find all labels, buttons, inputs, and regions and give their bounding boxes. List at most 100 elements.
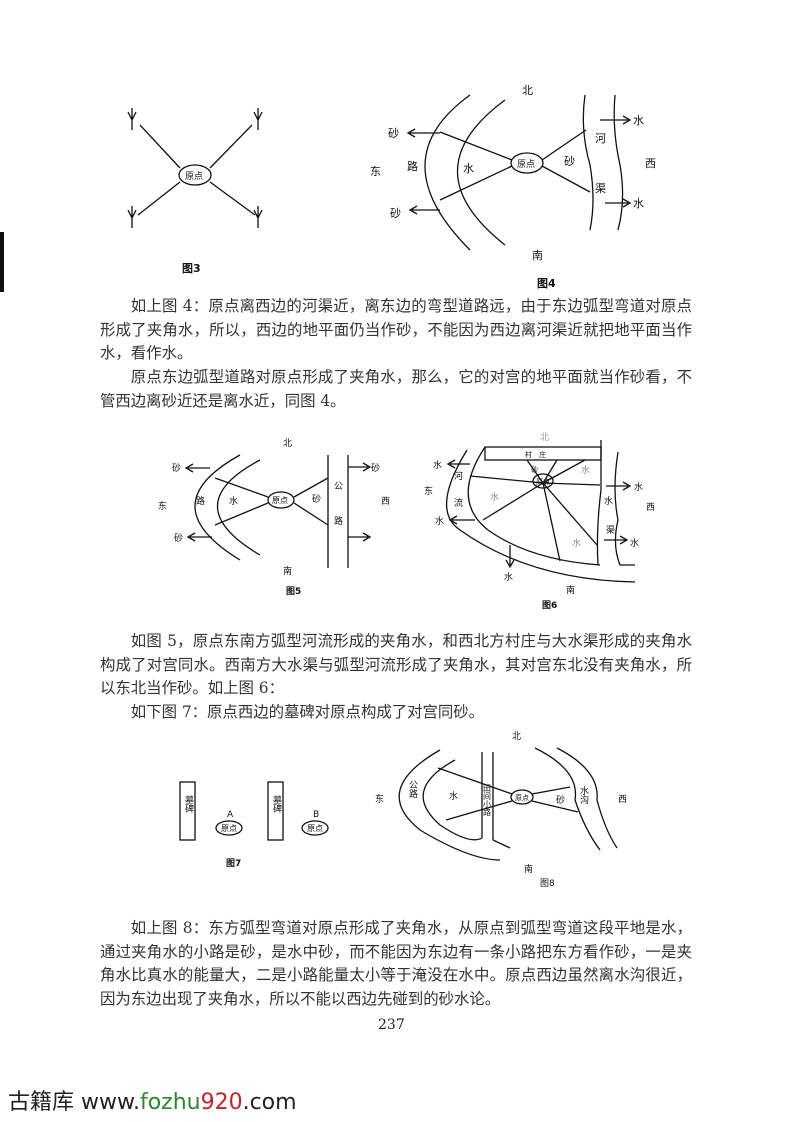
road-label: 路 [407, 160, 418, 173]
origin-point [510, 152, 544, 174]
tree-icon [127, 108, 263, 228]
watermark-suffix: .com [242, 1090, 297, 1115]
south-label: 南 [283, 565, 292, 577]
ditch-label: 水沟 [578, 785, 589, 805]
river-label: 流 [454, 497, 463, 509]
canal-label: 渠 [595, 182, 606, 195]
tomb-label: 墓碑 [271, 794, 282, 814]
fig4-canal-right [613, 94, 624, 231]
fig6-canal-left [596, 440, 602, 566]
figure-6: 北 村 庄 砂 原点 水 河 东 流 水 水 水 水 水 渠 水 西 水 水 南… [424, 432, 655, 611]
fig8-ditch-right [556, 747, 618, 849]
highway-label: 公 [334, 481, 343, 492]
figure-8: 北 东 公路 水 田间小路 原点 砂 水沟 西 南 图8 [375, 731, 627, 889]
water-label: 水 [572, 537, 581, 549]
origin-point [532, 473, 554, 489]
fig8-angle-lines [437, 767, 579, 821]
figure-3: 原点 图3 [127, 108, 263, 275]
water-label: 水 [490, 491, 499, 503]
fig4-canal-left [582, 94, 594, 231]
south-label: 南 [532, 249, 543, 262]
page-number: 237 [378, 1017, 405, 1033]
water-label: 水 [449, 790, 458, 802]
highway-label: 公路 [407, 780, 418, 799]
canal-label: 渠 [606, 524, 615, 536]
origin-point [215, 820, 243, 836]
sand-label: 砂 [531, 465, 538, 474]
figure-7: 墓碑 墓碑 A B 原点 原点 图7 [179, 781, 329, 869]
point-a-label: A [227, 810, 234, 820]
water-label: 水 [504, 571, 513, 583]
center-label: 原点 [272, 496, 288, 505]
paragraph: 如图 5，原点东南方弧型河流形成的夹角水，和西北方村庄与大水渠形成的夹角水构成了… [100, 632, 692, 697]
center-label: 原点 [536, 478, 550, 486]
origin-point [178, 164, 212, 186]
fig8-caption: 图8 [540, 878, 555, 889]
path-label: 田间小路 [483, 784, 492, 816]
water-label: 水 [581, 464, 590, 476]
fig5-road-outer [194, 454, 241, 561]
fig6-radial-lines [469, 459, 601, 562]
canal-label: 河 [595, 132, 606, 145]
watermark-red: 920 [200, 1090, 243, 1115]
sand-label: 砂 [556, 794, 565, 806]
water-label: 水 [633, 114, 644, 127]
fig5-angle-lines [214, 477, 329, 526]
east-label: 东 [375, 793, 384, 805]
scan-edge-mark [0, 232, 4, 292]
water-label: 水 [229, 495, 238, 507]
water-label: 水 [433, 459, 442, 471]
arrow-icon [406, 115, 632, 215]
tomb-rect [179, 781, 196, 841]
fig4-road-inner [457, 99, 506, 246]
sand-label: 砂 [172, 462, 181, 474]
fig3-center-label: 原点 [185, 171, 203, 182]
fig3-lines [137, 124, 256, 216]
north-label: 北 [540, 432, 549, 443]
east-label: 东 [158, 500, 167, 512]
village-label: 村 庄 [525, 450, 546, 459]
east-label: 东 [370, 165, 381, 178]
sand-label: 砂 [388, 127, 399, 140]
origin-point [267, 491, 295, 509]
west-label: 西 [646, 502, 655, 513]
sand-label: 砂 [390, 207, 401, 220]
water-label: 水 [435, 515, 444, 527]
fig4-angle-lines [439, 129, 591, 201]
watermark-green: fozhu [139, 1090, 201, 1115]
west-label: 西 [645, 157, 656, 170]
paragraph: 原点东边弧型道路对原点形成了夹角水，那么，它的对宫的地平面就当作砂看，不管西边离… [100, 368, 692, 410]
center-label: 原点 [307, 824, 323, 833]
east-label: 东 [424, 485, 433, 497]
tomb-rect [267, 781, 284, 841]
fig8-road-inner [422, 759, 483, 841]
water-label: 水 [633, 197, 644, 210]
fig6-river-outer [446, 449, 636, 583]
west-label: 西 [618, 794, 627, 805]
arrow-icon [446, 459, 632, 569]
north-label: 北 [522, 84, 533, 97]
fig5-road-inner [217, 459, 261, 556]
river-label: 河 [454, 470, 463, 482]
watermark-prefix: 古籍库 www. [8, 1090, 140, 1115]
highway-label: 路 [334, 515, 343, 527]
origin-point [510, 789, 534, 805]
sand-label: 砂 [174, 532, 183, 544]
fig8-ditch-left [534, 747, 601, 851]
canal-label: 水 [604, 495, 613, 507]
point-b-label: B [313, 810, 319, 820]
fig3-caption: 图3 [182, 262, 201, 275]
figure-5: 北 砂 东 路 水 原点 砂 公 路 砂 西 砂 南 图5 [158, 438, 390, 597]
arrow-icon [184, 462, 372, 542]
sand-label: 砂 [564, 155, 575, 168]
figure-4: 北 砂 东 路 水 原点 砂 河 渠 水 水 西 砂 南 图4 [370, 84, 656, 290]
fig4-caption: 图4 [537, 277, 556, 290]
watermark: 古籍库 www.fozhu920.com [8, 1084, 297, 1116]
water-label: 水 [634, 481, 643, 493]
south-label: 南 [566, 584, 575, 596]
paragraph: 如上图 8：东方弧型弯道对原点形成了夹角水，从原点到弧型弯道这段平地是水，通过夹… [100, 919, 692, 1008]
fig6-canal-right [614, 451, 635, 566]
center-label: 原点 [515, 794, 529, 802]
north-label: 北 [283, 438, 292, 449]
